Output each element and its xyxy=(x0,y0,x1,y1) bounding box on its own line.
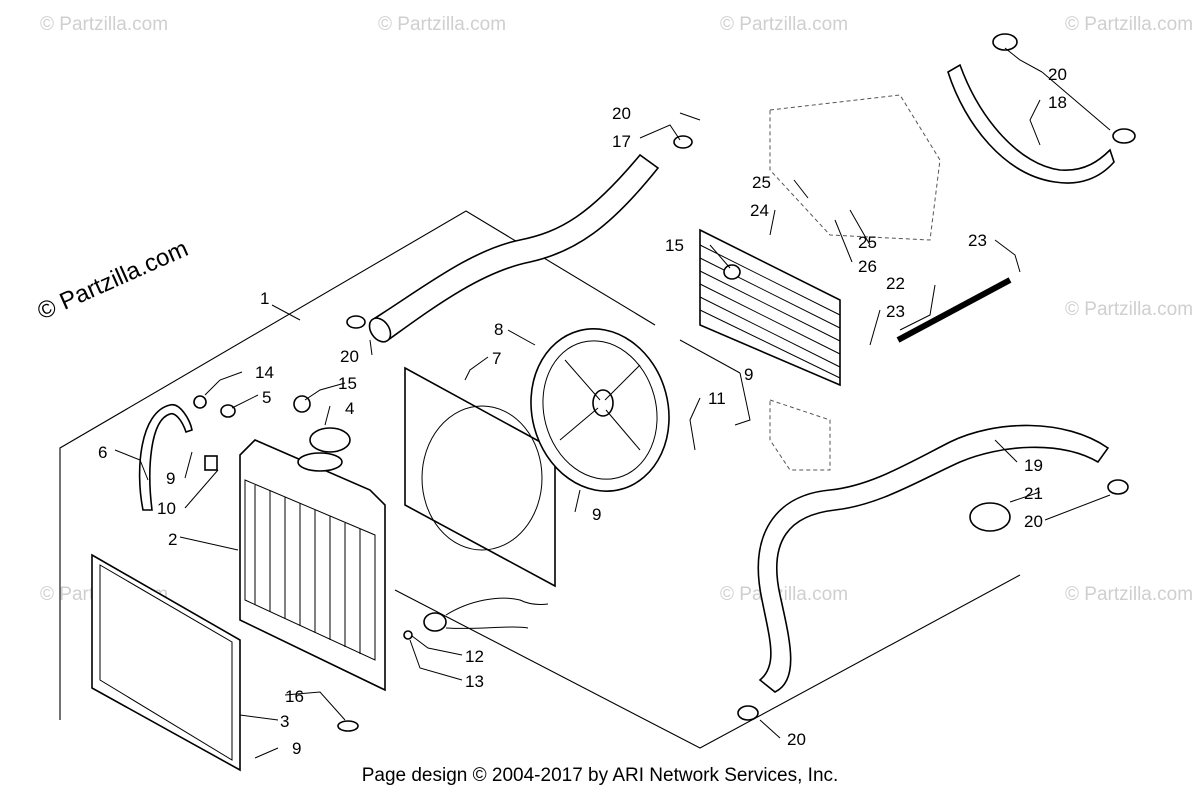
assembly-bracket-outline xyxy=(59,210,1021,749)
leader-lines xyxy=(114,47,1111,759)
callout-25: 25 xyxy=(752,173,771,192)
callout-18: 18 xyxy=(1048,93,1067,112)
callout-20: 20 xyxy=(612,104,631,123)
engine-reference-dashed xyxy=(769,94,941,471)
callout-9: 9 xyxy=(292,739,301,758)
callout-16: 16 xyxy=(285,687,304,706)
callout-22: 22 xyxy=(886,274,905,293)
callout-19: 19 xyxy=(1024,456,1043,475)
watermark-tiles: © Partzilla.com © Partzilla.com © Partzi… xyxy=(40,14,1193,605)
watermark-tile: © Partzilla.com xyxy=(1065,14,1193,35)
screen-3 xyxy=(91,553,241,772)
callout-11: 11 xyxy=(708,389,726,408)
callout-20: 20 xyxy=(787,730,806,749)
callout-4: 4 xyxy=(345,399,354,418)
watermark-tile: © Partzilla.com xyxy=(1065,299,1193,320)
callout-20: 20 xyxy=(1024,512,1043,531)
watermark-tile: © Partzilla.com xyxy=(40,14,168,35)
watermark-tile: © Partzilla.com xyxy=(1065,584,1193,605)
nut-15 xyxy=(293,395,311,413)
grommet-5 xyxy=(220,404,236,418)
rod-22 xyxy=(896,277,1012,343)
clamp-20 xyxy=(737,479,1129,721)
watermark-tile: © Partzilla.com xyxy=(720,584,848,605)
callout-1: 1 xyxy=(260,289,269,308)
fan-shroud-7 xyxy=(404,366,556,588)
pad-16 xyxy=(337,720,359,732)
oil-cooler-24 xyxy=(699,228,841,387)
callout-26: 26 xyxy=(858,257,877,276)
callout-6: 6 xyxy=(98,443,107,462)
callout-17: 17 xyxy=(612,132,631,151)
clamp-20 xyxy=(346,135,693,329)
callout-2: 2 xyxy=(168,530,177,549)
callout-25: 25 xyxy=(858,233,877,252)
washer-13 xyxy=(403,630,413,640)
callout-23: 23 xyxy=(968,231,987,250)
hose-19 xyxy=(757,424,1110,693)
callout-14: 14 xyxy=(255,363,274,382)
callout-5: 5 xyxy=(262,388,271,407)
clamp-21 xyxy=(969,502,1011,532)
callout-3: 3 xyxy=(280,712,289,731)
callout-13: 13 xyxy=(465,672,484,691)
callout-15: 15 xyxy=(338,374,357,393)
page-design-footer: Page design © 2004-2017 by ARI Network S… xyxy=(362,765,839,786)
fan-8 xyxy=(530,328,670,492)
bracket-10 xyxy=(204,455,218,471)
callout-10: 10 xyxy=(157,499,176,518)
callout-9: 9 xyxy=(592,505,601,524)
callout-7: 7 xyxy=(492,349,501,368)
callout-23: 23 xyxy=(886,302,905,321)
sensor-12 xyxy=(423,612,447,632)
callout-21: 21 xyxy=(1024,484,1043,503)
callout-15: 15 xyxy=(665,236,684,255)
callout-20: 20 xyxy=(1048,65,1067,84)
bolt-14 xyxy=(193,395,207,409)
callout-12: 12 xyxy=(465,647,484,666)
hose-18 xyxy=(947,33,1136,184)
hose-17 xyxy=(368,153,660,343)
cap-4 xyxy=(309,427,351,453)
callout-24: 24 xyxy=(750,201,769,220)
watermark-tile: © Partzilla.com xyxy=(378,14,506,35)
watermark-tile: © Partzilla.com xyxy=(720,14,848,35)
callout-8: 8 xyxy=(494,320,503,339)
callout-20: 20 xyxy=(340,347,359,366)
callout-9: 9 xyxy=(166,469,175,488)
small-parts xyxy=(193,395,549,732)
hose-6 xyxy=(138,404,193,511)
radiator-2 xyxy=(239,439,386,692)
watermark-main: © Partzilla.com xyxy=(33,235,192,325)
callout-labels: 1 2 3 4 5 6 7 8 9 9 9 9 10 11 12 13 14 1… xyxy=(98,65,1067,758)
callout-9: 9 xyxy=(744,365,753,384)
